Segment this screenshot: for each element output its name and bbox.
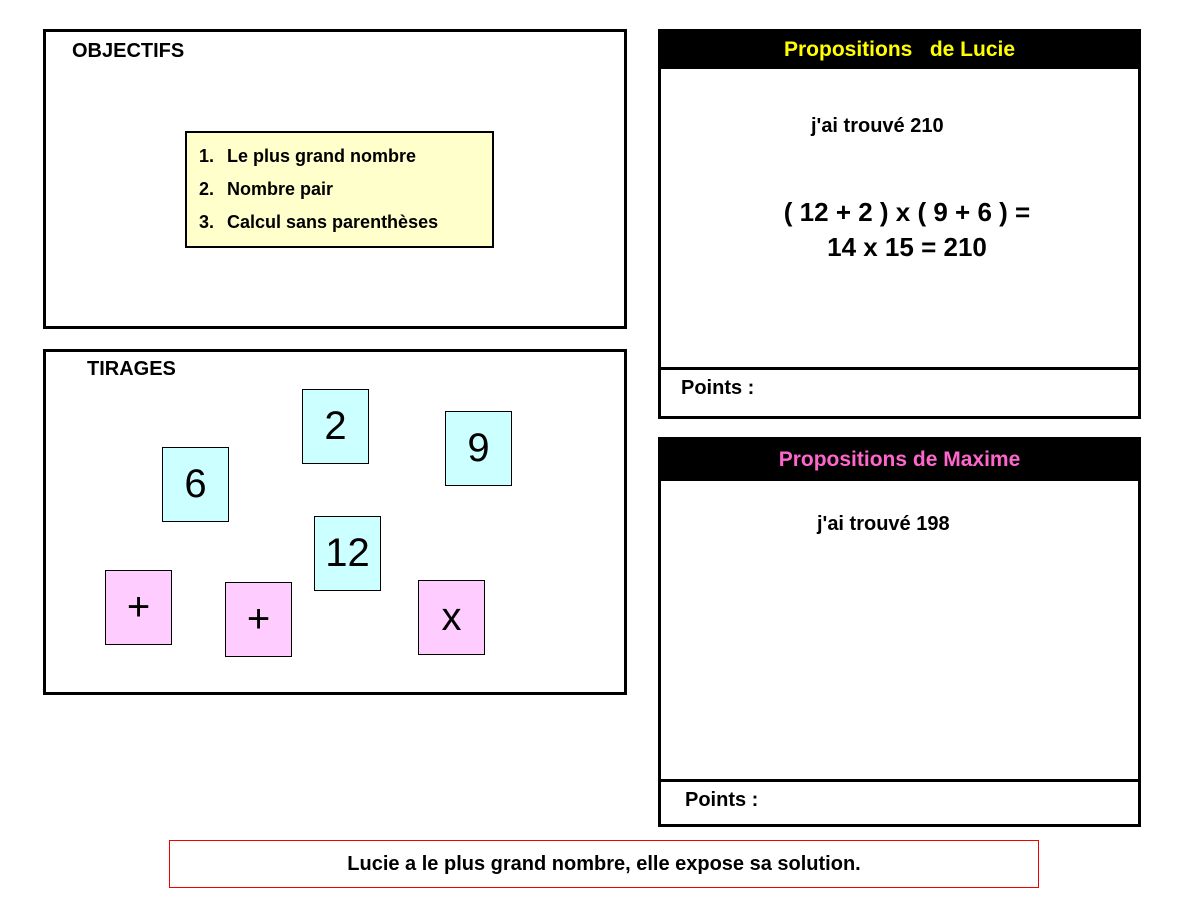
maxime-found: j'ai trouvé 198 [817,513,950,535]
lucie-calc-line2: 14 x 15 = 210 [827,232,987,262]
objective-item: 1. Le plus grand nombre [199,143,492,176]
maxime-points-label: Points : [685,789,759,811]
lucie-calc-line1: ( 12 + 2 ) x ( 9 + 6 ) = [783,197,1031,227]
objectifs-title: OBJECTIFS [72,40,185,62]
objectives-list: 1. Le plus grand nombre 2. Nombre pair 3. C… [185,131,494,248]
objective-label: Le plus grand nombre [227,146,417,166]
tirages-title: TIRAGES [87,358,176,380]
objective-number: 3. [199,212,215,232]
lucie-header: Propositions de Lucie [661,32,1138,69]
lucie-panel: Propositions de Lucie j'ai trouvé 210 ( … [658,29,1141,419]
objective-item: 3. Calcul sans parenthèses [199,209,492,242]
objective-label: Calcul sans parenthèses [227,212,439,232]
points-divider [661,367,1138,370]
objective-number: 2. [199,179,215,199]
objective-label: Nombre pair [227,179,334,199]
operator-tile[interactable]: x [418,580,485,655]
operator-tile[interactable]: + [105,570,172,645]
number-tile[interactable]: 2 [302,389,369,464]
number-tile[interactable]: 9 [445,411,512,486]
objective-number: 1. [199,146,215,166]
lucie-found: j'ai trouvé 210 [811,115,944,137]
points-divider [661,779,1138,782]
operator-tile[interactable]: + [225,582,292,657]
number-tile[interactable]: 6 [162,447,229,522]
number-tile[interactable]: 12 [314,516,381,591]
lucie-points-label: Points : [681,377,755,399]
objective-item: 2. Nombre pair [199,176,492,209]
maxime-panel: Propositions de Maxime j'ai trouvé 198 P… [658,437,1141,827]
status-banner: Lucie a le plus grand nombre, elle expos… [169,840,1039,888]
maxime-header: Propositions de Maxime [661,440,1138,481]
